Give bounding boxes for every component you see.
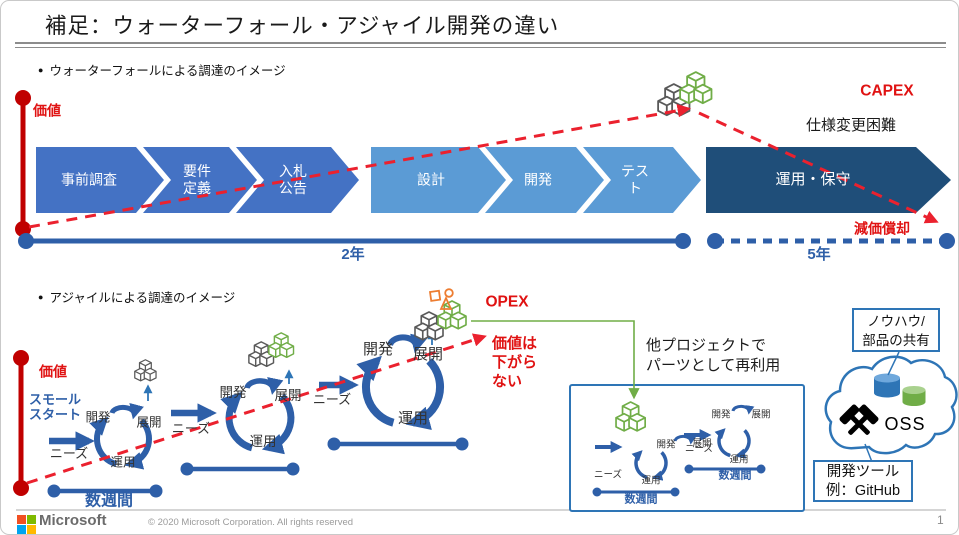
waterfall-value-dashed-arrows bbox=[28, 104, 939, 229]
page-number: 1 bbox=[937, 513, 944, 527]
cubes-cycle-2 bbox=[249, 333, 294, 366]
spec-change-label: 仕様変更困難 bbox=[805, 117, 897, 134]
knowhow-callout: ノウハウ/ 部品の共有 bbox=[852, 308, 940, 352]
value-keeps-label: 価値は 下がら ない bbox=[492, 335, 538, 390]
agile-cycle-3 bbox=[319, 330, 469, 451]
devtool-callout: 開発ツール 例：GitHub bbox=[813, 460, 913, 502]
waterfall-value-label: 価値 bbox=[33, 102, 61, 119]
oss-cloud bbox=[824, 351, 958, 463]
phase-test: テス ト bbox=[621, 163, 649, 196]
bullet-icon: ● bbox=[38, 65, 44, 75]
microsoft-wordmark: Microsoft bbox=[39, 512, 107, 529]
two-years-label: 2年 bbox=[341, 246, 365, 263]
new-feature-shapes bbox=[428, 288, 454, 310]
waterfall-value-line bbox=[15, 90, 31, 237]
agile-cycle-2 bbox=[171, 369, 300, 476]
bullet-icon: ● bbox=[38, 292, 44, 302]
oss-label: OSS bbox=[884, 414, 926, 435]
cycle2-ops-label: 運用 bbox=[249, 433, 277, 449]
cycle1-needs-label: ニーズ bbox=[49, 446, 89, 462]
cycle2-needs-label: ニーズ bbox=[171, 421, 211, 437]
cubes-cycle-1 bbox=[135, 360, 156, 381]
title-underline bbox=[15, 42, 946, 48]
opex-label: OPEX bbox=[485, 293, 529, 311]
mini-b-dev-label: 開発 bbox=[711, 409, 731, 421]
phase-bid-notice: 入札 公告 bbox=[279, 163, 307, 196]
page-title: 補足：ウォーターフォール・アジャイル開発の違い bbox=[45, 14, 560, 38]
mini-cycle-b bbox=[684, 404, 766, 474]
phase-development: 開発 bbox=[524, 171, 552, 188]
agile-value-dashed-arrow bbox=[26, 333, 487, 485]
crossed-hammers-icon bbox=[839, 404, 879, 435]
mini-a-needs-label: ニーズ bbox=[593, 469, 623, 481]
weeks-label: 数週間 bbox=[84, 492, 134, 510]
cycle3-ops-label: 運用 bbox=[397, 410, 429, 427]
mini-a-deploy-label: 展開 bbox=[692, 438, 712, 450]
cycle3-needs-label: ニーズ bbox=[312, 392, 352, 408]
mini-cycle-a bbox=[592, 434, 697, 497]
microsoft-logo-icon bbox=[17, 515, 36, 534]
mini-b-deploy-label: 展開 bbox=[751, 409, 771, 421]
waterfall-timeline bbox=[18, 233, 955, 249]
reuse-note-label: 他プロジェクトで パーツとして再利用 bbox=[646, 337, 781, 374]
phase-requirements: 要件 定義 bbox=[183, 163, 211, 196]
reuse-connector bbox=[471, 320, 640, 400]
cycle1-dev-label: 開発 bbox=[85, 410, 111, 425]
agile-cycle-1 bbox=[47, 384, 163, 498]
cycle2-dev-label: 開発 bbox=[219, 384, 247, 400]
small-start-label: スモール スタート bbox=[29, 392, 82, 422]
mini-b-needs-label: ニーズ bbox=[684, 443, 714, 455]
agile-heading: ●アジャイルによる調達のイメージ bbox=[38, 291, 236, 305]
mini-a-ops-label: 運用 bbox=[641, 475, 661, 487]
cycle3-deploy-label: 展開 bbox=[412, 346, 444, 363]
cycle2-deploy-label: 展開 bbox=[274, 387, 302, 403]
mini-b-ops-label: 運用 bbox=[729, 454, 749, 466]
phase-design: 設計 bbox=[417, 171, 445, 188]
agile-value-label: 価値 bbox=[39, 363, 67, 380]
cubes-cycle-3 bbox=[415, 301, 466, 340]
cycle1-ops-label: 運用 bbox=[110, 455, 136, 470]
devtool-connector bbox=[864, 443, 873, 463]
database-cylinder-blue bbox=[874, 373, 900, 398]
cycle1-deploy-label: 展開 bbox=[136, 415, 162, 430]
mini-a-dev-label: 開発 bbox=[656, 439, 676, 451]
depreciation-label: 減価償却 bbox=[854, 220, 910, 237]
mini-b-weeks-label: 数週間 bbox=[718, 469, 752, 482]
database-cylinder-green bbox=[902, 386, 926, 406]
phase-operation-maintenance: 運用・保守 bbox=[775, 171, 851, 188]
cycle3-dev-label: 開発 bbox=[362, 341, 394, 358]
knowhow-connector bbox=[887, 351, 900, 376]
agile-value-line bbox=[13, 350, 29, 496]
mini-a-weeks-label: 数週間 bbox=[624, 493, 658, 506]
waterfall-heading: ●ウォーターフォールによる調達のイメージ bbox=[38, 64, 286, 78]
phase-presurvey: 事前調査 bbox=[61, 171, 117, 188]
capex-label: CAPEX bbox=[860, 82, 914, 100]
five-years-label: 5年 bbox=[807, 246, 831, 263]
copyright-text: © 2020 Microsoft Corporation. All rights… bbox=[148, 517, 354, 528]
